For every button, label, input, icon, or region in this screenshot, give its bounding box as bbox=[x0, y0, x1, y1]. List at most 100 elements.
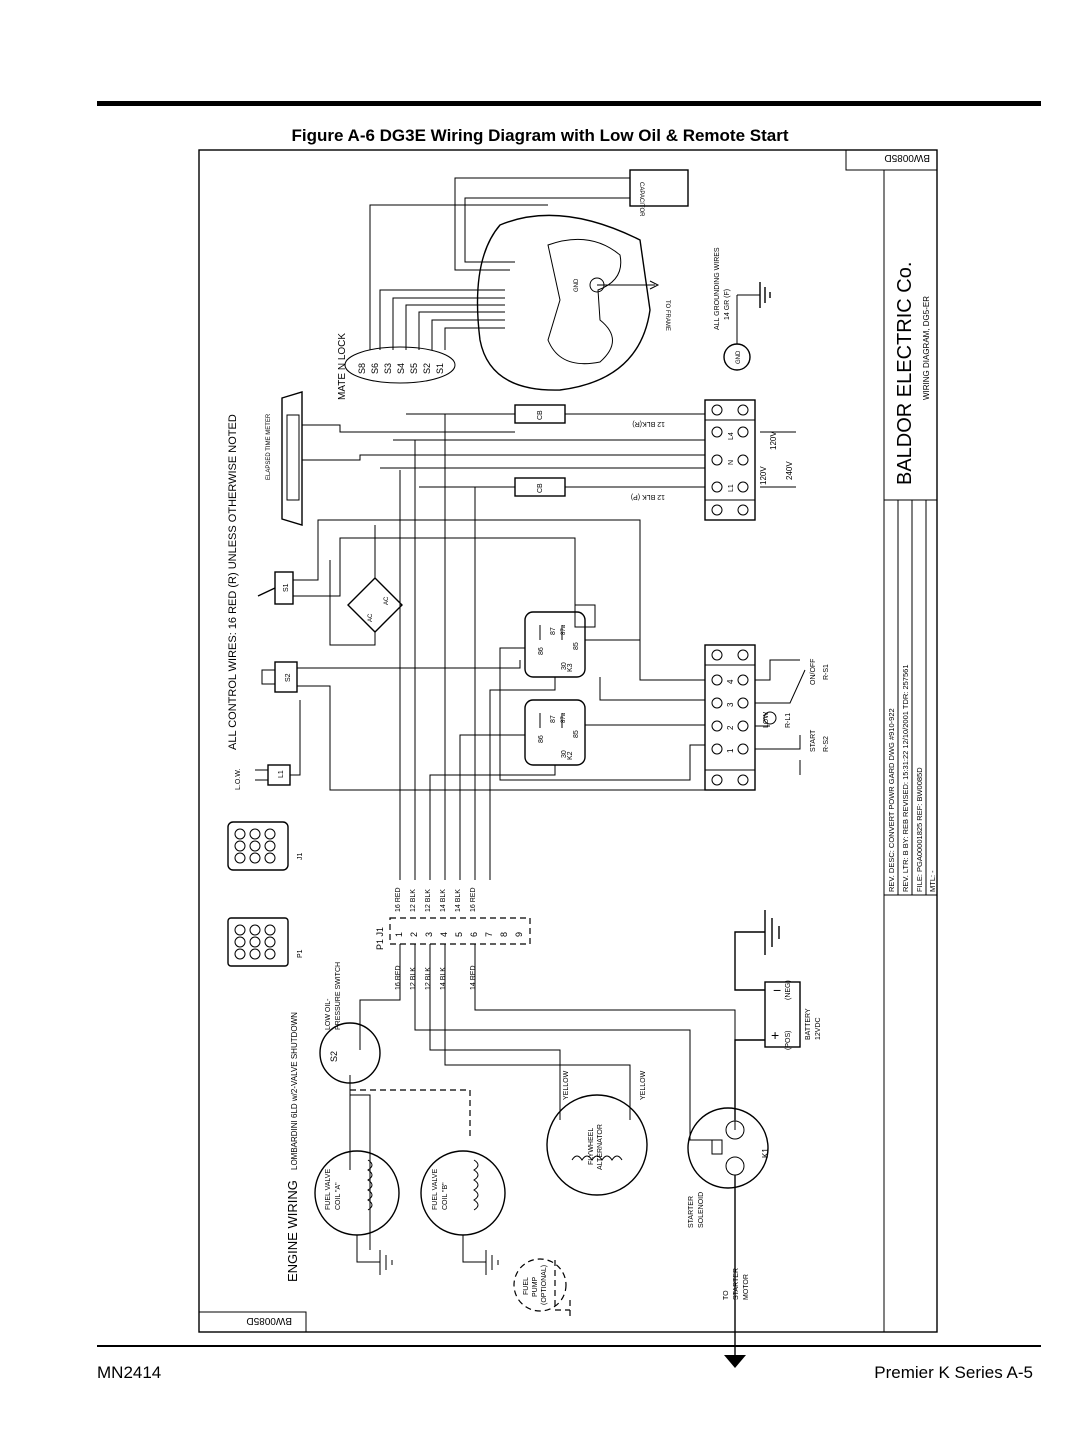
ac-terminal-block bbox=[704, 399, 756, 521]
on-off-label: ON/OFF bbox=[810, 659, 817, 685]
etm-label: ELAPSED TIME METER bbox=[266, 413, 272, 480]
battery-neg: (NEG) bbox=[785, 980, 792, 1000]
low-oil-switch-label-1: LOW OIL- bbox=[325, 998, 332, 1030]
p1-j1-label: P1 J1 bbox=[375, 927, 385, 950]
starter-motor-arrow bbox=[724, 1355, 746, 1368]
low-oil-light-label: L1 bbox=[278, 770, 285, 778]
svg-text:6: 6 bbox=[469, 932, 479, 937]
on-off-ref: R-S1 bbox=[823, 664, 830, 680]
harness-pin-numbers: 1 2 3 4 5 6 7 8 9 bbox=[394, 932, 524, 937]
flywheel-alternator bbox=[546, 1094, 648, 1196]
battery-plus: + bbox=[771, 1027, 779, 1043]
engine-note: LOMBARDINI 6LD w/2-VALVE SHUTDOWN bbox=[290, 1012, 299, 1170]
fuel-valve-a-label-2: COIL "A" bbox=[335, 1182, 342, 1210]
j1-pins bbox=[234, 828, 276, 864]
title-block-line-2: REV. LTR: B BY: REB REVISED: 15:31:22 12… bbox=[901, 665, 910, 893]
tb-2: 2 bbox=[726, 725, 735, 730]
gnd-label: GND bbox=[574, 278, 580, 292]
solenoid-k1: K1 bbox=[761, 1148, 770, 1158]
voltage-120-lower: 120V bbox=[759, 466, 768, 485]
capacitor bbox=[629, 169, 689, 207]
dwg-number-top: BW0085D bbox=[884, 152, 930, 163]
svg-text:14 BLK: 14 BLK bbox=[440, 967, 447, 990]
control-wires-note: ALL CONTROL WIRES: 16 RED (R) UNLESS OTH… bbox=[227, 414, 239, 750]
svg-text:2: 2 bbox=[409, 932, 419, 937]
svg-text:12 BLK: 12 BLK bbox=[410, 967, 417, 990]
fuel-valve-b-label-1: FUEL VALVE bbox=[432, 1169, 439, 1210]
svg-text:4: 4 bbox=[439, 932, 449, 937]
title-block-line-3: FILE: PGA00001825 REF: BW0085D bbox=[915, 767, 924, 892]
terminal-l1: L1 bbox=[728, 484, 735, 492]
relay-k3-85: 85 bbox=[573, 642, 580, 650]
relay-k2-87: 87 bbox=[550, 715, 557, 723]
flywheel-alt-label-1: FLYWHEEL bbox=[588, 1128, 595, 1165]
s-pin-s4: S4 bbox=[396, 363, 406, 374]
yellow-label-2: YELLOW bbox=[640, 1070, 647, 1100]
harness-connector bbox=[389, 917, 531, 945]
svg-text:12 BLK: 12 BLK bbox=[425, 889, 432, 912]
voltage-120-upper: 120V bbox=[769, 431, 778, 450]
engine-switch-s2-label: S2 bbox=[329, 1051, 339, 1062]
svg-text:12 BLK: 12 BLK bbox=[425, 967, 432, 990]
relay-k3-86: 86 bbox=[538, 647, 545, 655]
company-name: BALDOR ELECTRIC Co. bbox=[894, 262, 916, 485]
panel-switch-s2-label: S2 bbox=[285, 673, 292, 682]
svg-text:14 BLK: 14 BLK bbox=[440, 889, 447, 912]
cb1-label: CB bbox=[537, 410, 544, 420]
page-label: Premier K Series A-5 bbox=[874, 1363, 1033, 1382]
top-rule bbox=[97, 101, 1041, 106]
s-pin-s5: S5 bbox=[409, 363, 419, 374]
relay-k2-86: 86 bbox=[538, 735, 545, 743]
dwg-number-bottom: BW0085D bbox=[246, 1315, 292, 1326]
fuel-valve-b-label-2: COIL "B" bbox=[442, 1182, 449, 1210]
voltage-240: 240V bbox=[785, 461, 794, 480]
relay-k3-label: K3 bbox=[567, 663, 574, 672]
to-starter-label-2: STARTER bbox=[733, 1268, 740, 1300]
svg-text:16 RED: 16 RED bbox=[470, 887, 477, 912]
svg-text:1: 1 bbox=[394, 932, 404, 937]
p1-wire-labels: 16 RED 12 BLK 12 BLK 14 BLK 14 RED bbox=[395, 965, 477, 990]
title-block-line-1: REV. DESC: CONVERT POWR GARD DWG #910-92… bbox=[887, 708, 896, 892]
switch-s1-label: S1 bbox=[283, 583, 290, 592]
svg-text:16 RED: 16 RED bbox=[395, 887, 402, 912]
s-pin-s2: S2 bbox=[422, 363, 432, 374]
control-terminal-block bbox=[704, 644, 756, 791]
relay-k2-87a: 87a bbox=[561, 712, 567, 723]
connector-p1 bbox=[227, 917, 289, 967]
fuel-pump-optional bbox=[513, 1258, 567, 1312]
capacitor-label: CAPACITOR bbox=[638, 182, 644, 217]
yellow-label-1: YELLOW bbox=[563, 1070, 570, 1100]
title-block-line-4: MTL: - bbox=[928, 870, 937, 892]
elapsed-time-meter bbox=[281, 391, 303, 526]
rectifier-ac-2: AC bbox=[384, 596, 390, 605]
svg-text:16 RED: 16 RED bbox=[395, 965, 402, 990]
s-pin-s1: S1 bbox=[435, 363, 445, 374]
connector-p1-label: P1 bbox=[297, 949, 304, 958]
svg-text:14 RED: 14 RED bbox=[470, 965, 477, 990]
s-pin-s8: S8 bbox=[357, 363, 367, 374]
terminal-l4: L4 bbox=[728, 432, 735, 440]
tb-1: 1 bbox=[726, 748, 735, 753]
generator-housing bbox=[476, 214, 651, 391]
to-starter-label-3: MOTOR bbox=[743, 1274, 750, 1300]
grounding-wires-label-1: ALL GROUNDING WIRES bbox=[714, 247, 721, 330]
s-pin-s6: S6 bbox=[370, 363, 380, 374]
starter-solenoid-label-1: STARTER bbox=[688, 1196, 695, 1228]
connector-j1 bbox=[227, 821, 289, 871]
tb-3: 3 bbox=[726, 702, 735, 707]
svg-text:12 BLK: 12 BLK bbox=[410, 889, 417, 912]
svg-text:8: 8 bbox=[499, 932, 509, 937]
relay-k3-87a: 87a bbox=[561, 624, 567, 635]
fuel-pump-label-2: PUMP bbox=[532, 1276, 539, 1297]
rectifier-ac-1: AC bbox=[368, 613, 374, 622]
gnd-lug-label: GND bbox=[736, 350, 742, 364]
low-rl1-label: LOW bbox=[763, 712, 770, 728]
mate-n-lock-oval bbox=[344, 346, 456, 384]
relay-k2-30: 30 bbox=[561, 750, 568, 758]
cb2-label: CB bbox=[537, 483, 544, 493]
tb-4: 4 bbox=[726, 679, 735, 684]
grounding-wires-label-2: 14 GR (F) bbox=[724, 289, 731, 320]
start-ref: R-S2 bbox=[823, 736, 830, 752]
low-label: L.O.W. bbox=[235, 769, 242, 790]
